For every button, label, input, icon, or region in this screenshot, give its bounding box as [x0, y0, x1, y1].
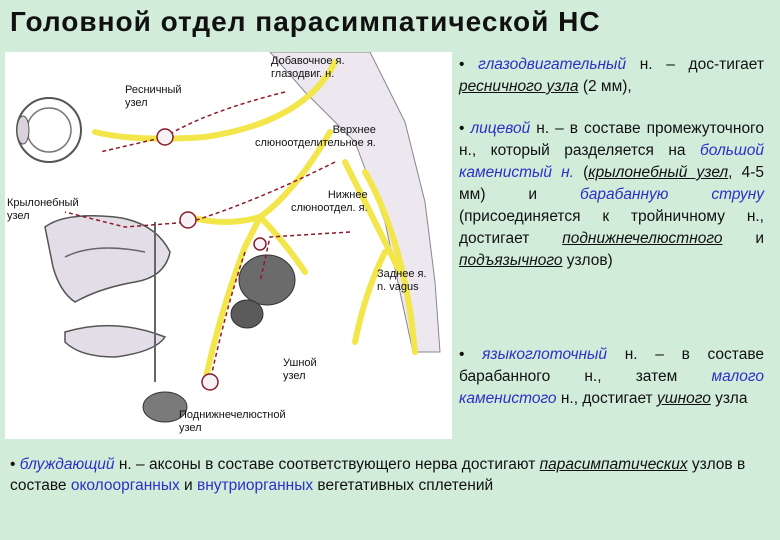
periorgan-term: околоорганных — [71, 477, 180, 494]
oculomotor-paragraph: • глазодвигательный н. – дос-тигает ресн… — [459, 54, 764, 98]
label-posterior-vagus: Заднее я.n. vagus — [377, 268, 427, 294]
glossopharyngeal-term: языкоглоточный — [482, 346, 607, 363]
glossopharyngeal-paragraph: • языкоглоточный н. – в составе барабанн… — [459, 344, 764, 410]
intraorgan-term: внутриорганных — [197, 477, 313, 494]
otic-term: ушного — [657, 390, 711, 407]
pterygopalatine-ganglion — [180, 212, 196, 228]
submandibular-term: поднижнечелюстного — [562, 230, 722, 247]
sublingual-term: подъязычного — [459, 252, 563, 269]
submandibular-ganglion — [202, 374, 218, 390]
eye-lens — [17, 116, 29, 144]
otic-gland-lobe — [231, 300, 263, 328]
otic-ganglion — [254, 238, 266, 250]
facial-paragraph: • лицевой н. – в составе промежуточного … — [459, 118, 764, 272]
vagus-term: блуждающий — [20, 456, 115, 473]
parotid-gland — [239, 255, 295, 305]
parasympathetic-term: парасимпатических — [540, 456, 688, 473]
pterygopalatine-term: крылонебный узел — [588, 164, 728, 181]
label-accessory-nucleus: Добавочное я.глазодвиг. н. — [271, 55, 345, 81]
facial-term: лицевой — [470, 120, 530, 137]
ciliary-ganglion — [157, 129, 173, 145]
oculomotor-term: глазодвигательный — [478, 56, 626, 73]
vagus-paragraph: • блуждающий н. – аксоны в составе соотв… — [10, 454, 770, 496]
page-title: Головной отдел парасимпатической НС — [10, 6, 601, 38]
chorda-tympani-term: барабанную струну — [580, 186, 764, 203]
ciliary-term: ресничного узла — [459, 78, 579, 95]
anatomy-illustration — [5, 52, 452, 439]
